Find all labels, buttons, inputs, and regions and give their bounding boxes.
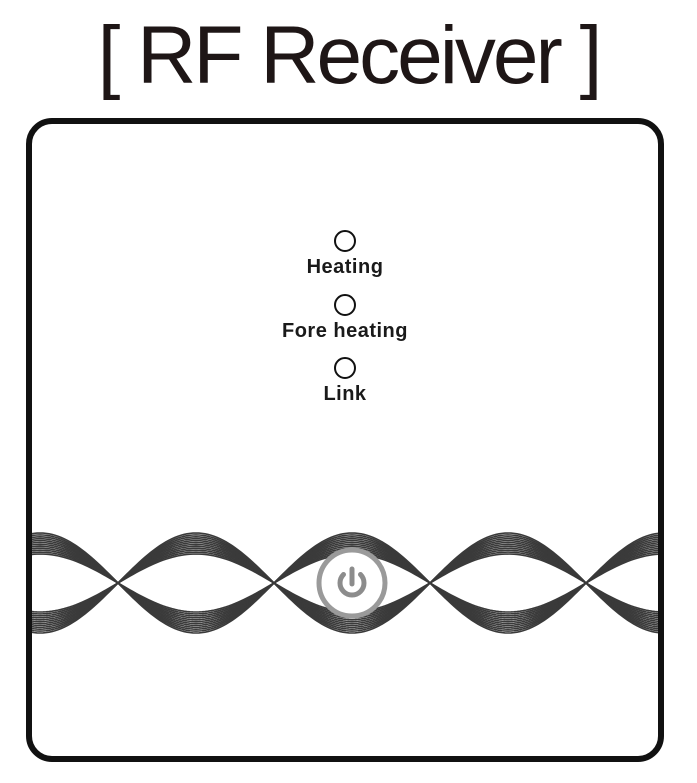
indicator-link: Link <box>32 357 658 406</box>
wave-pattern <box>32 532 658 634</box>
heating-led-icon <box>334 230 356 252</box>
indicator-heating: Heating <box>32 230 658 279</box>
wave-line <box>32 532 658 634</box>
page-title: [ RF Receiver ] <box>97 10 603 101</box>
power-button[interactable] <box>316 547 388 619</box>
link-led-icon <box>334 357 356 379</box>
receiver-panel: Heating Fore heating Link <box>26 118 664 762</box>
indicator-label: Fore heating <box>281 320 408 342</box>
indicator-label: Link <box>323 383 367 405</box>
power-icon <box>337 566 367 598</box>
indicator-fore-heating: Fore heating <box>32 294 658 343</box>
indicator-label: Heating <box>306 256 384 278</box>
fore-heating-led-icon <box>334 294 356 316</box>
wave-line <box>32 532 658 634</box>
